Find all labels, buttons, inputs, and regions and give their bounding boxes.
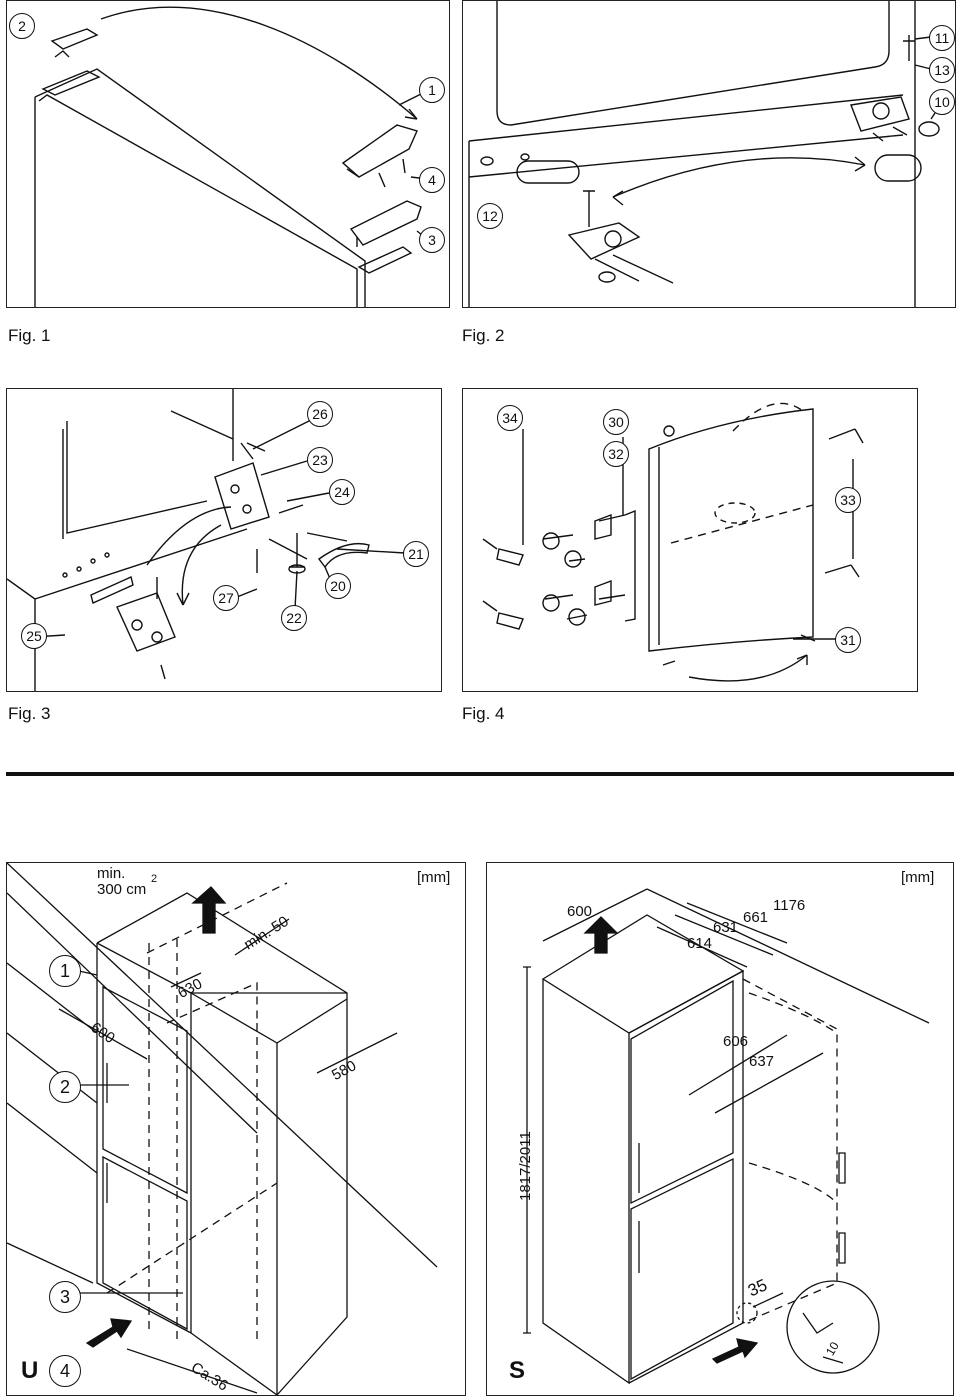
- fig1-caption: Fig. 1: [8, 326, 51, 345]
- s-unit-label: [mm]: [901, 869, 935, 886]
- fig1-callout-3: 3: [419, 227, 445, 253]
- fig2-callout-11: 11: [929, 25, 955, 51]
- fig3-drawing: [7, 389, 406, 691]
- install-u-drawing: [7, 863, 438, 1395]
- fig3-callout-23: 23: [307, 447, 333, 473]
- fig3-callout-25: 25: [21, 623, 47, 649]
- fig2-callout-12: 12: [477, 203, 503, 229]
- s-dim-637: 637: [749, 1053, 775, 1070]
- u-callout-2: 2: [49, 1071, 81, 1103]
- s-dim-606: 606: [723, 1033, 749, 1050]
- fig1-drawing: [34, 6, 428, 307]
- s-height-label: 1817/2011: [517, 1131, 534, 1201]
- fig2-drawing: [468, 1, 944, 307]
- fig4-callout-30: 30: [603, 409, 629, 435]
- fig3-callout-26: 26: [307, 401, 333, 427]
- s-dim-600: 600: [567, 903, 593, 920]
- u-callout-3: 3: [49, 1281, 81, 1313]
- u-callout-4: 4: [49, 1355, 81, 1387]
- u-min-label: min.: [97, 865, 126, 882]
- u-callout-1: 1: [49, 955, 81, 987]
- fig2-callout-13: 13: [929, 57, 955, 83]
- fig3-callout-27: 27: [213, 585, 239, 611]
- fig4-drawing: [482, 402, 864, 682]
- s-dim-661: 661: [743, 909, 769, 926]
- install-s-panel: [mm] 600 1176 661 631 614 606 637 1817/2…: [486, 862, 954, 1396]
- install-u-panel: min. 300 cm 2 [mm] min. 50 630 600 580 C…: [6, 862, 466, 1396]
- u-variant-letter: U: [21, 1357, 39, 1384]
- install-s-drawing: [523, 888, 930, 1385]
- fig4-callout-31: 31: [835, 627, 861, 653]
- s-dim-1176: 1176: [773, 897, 806, 914]
- s-dim-614: 614: [687, 935, 713, 952]
- fig2-caption: Fig. 2: [462, 326, 505, 345]
- fig3-caption: Fig. 3: [8, 704, 51, 723]
- fig2-panel: 11 13 10 12: [462, 0, 956, 308]
- fig3-callout-20: 20: [325, 573, 351, 599]
- fig3-callout-21: 21: [403, 541, 429, 567]
- u-unit-label: [mm]: [417, 869, 451, 886]
- fig4-callout-34: 34: [497, 405, 523, 431]
- fig1-panel: 2 1 4 3: [6, 0, 450, 308]
- fig1-callout-2: 2: [9, 13, 35, 39]
- fig3-callout-22: 22: [281, 605, 307, 631]
- u-area-label: 300 cm: [97, 881, 147, 898]
- s-dim-631: 631: [713, 919, 739, 936]
- fig4-callout-32: 32: [603, 441, 629, 467]
- fig1-callout-1: 1: [419, 77, 445, 103]
- s-variant-letter: S: [509, 1357, 526, 1384]
- fig2-callout-10: 10: [929, 89, 955, 115]
- fig3-callout-24: 24: [329, 479, 355, 505]
- fig4-caption: Fig. 4: [462, 704, 505, 723]
- fig1-callout-4: 4: [419, 167, 445, 193]
- fig4-callout-33: 33: [835, 487, 861, 513]
- u-area-sup: 2: [151, 873, 158, 885]
- fig3-panel: 26 23 24 21 20 27 22 25: [6, 388, 442, 692]
- section-divider: [6, 772, 954, 776]
- fig4-panel: 34 30 32 33 31: [462, 388, 918, 692]
